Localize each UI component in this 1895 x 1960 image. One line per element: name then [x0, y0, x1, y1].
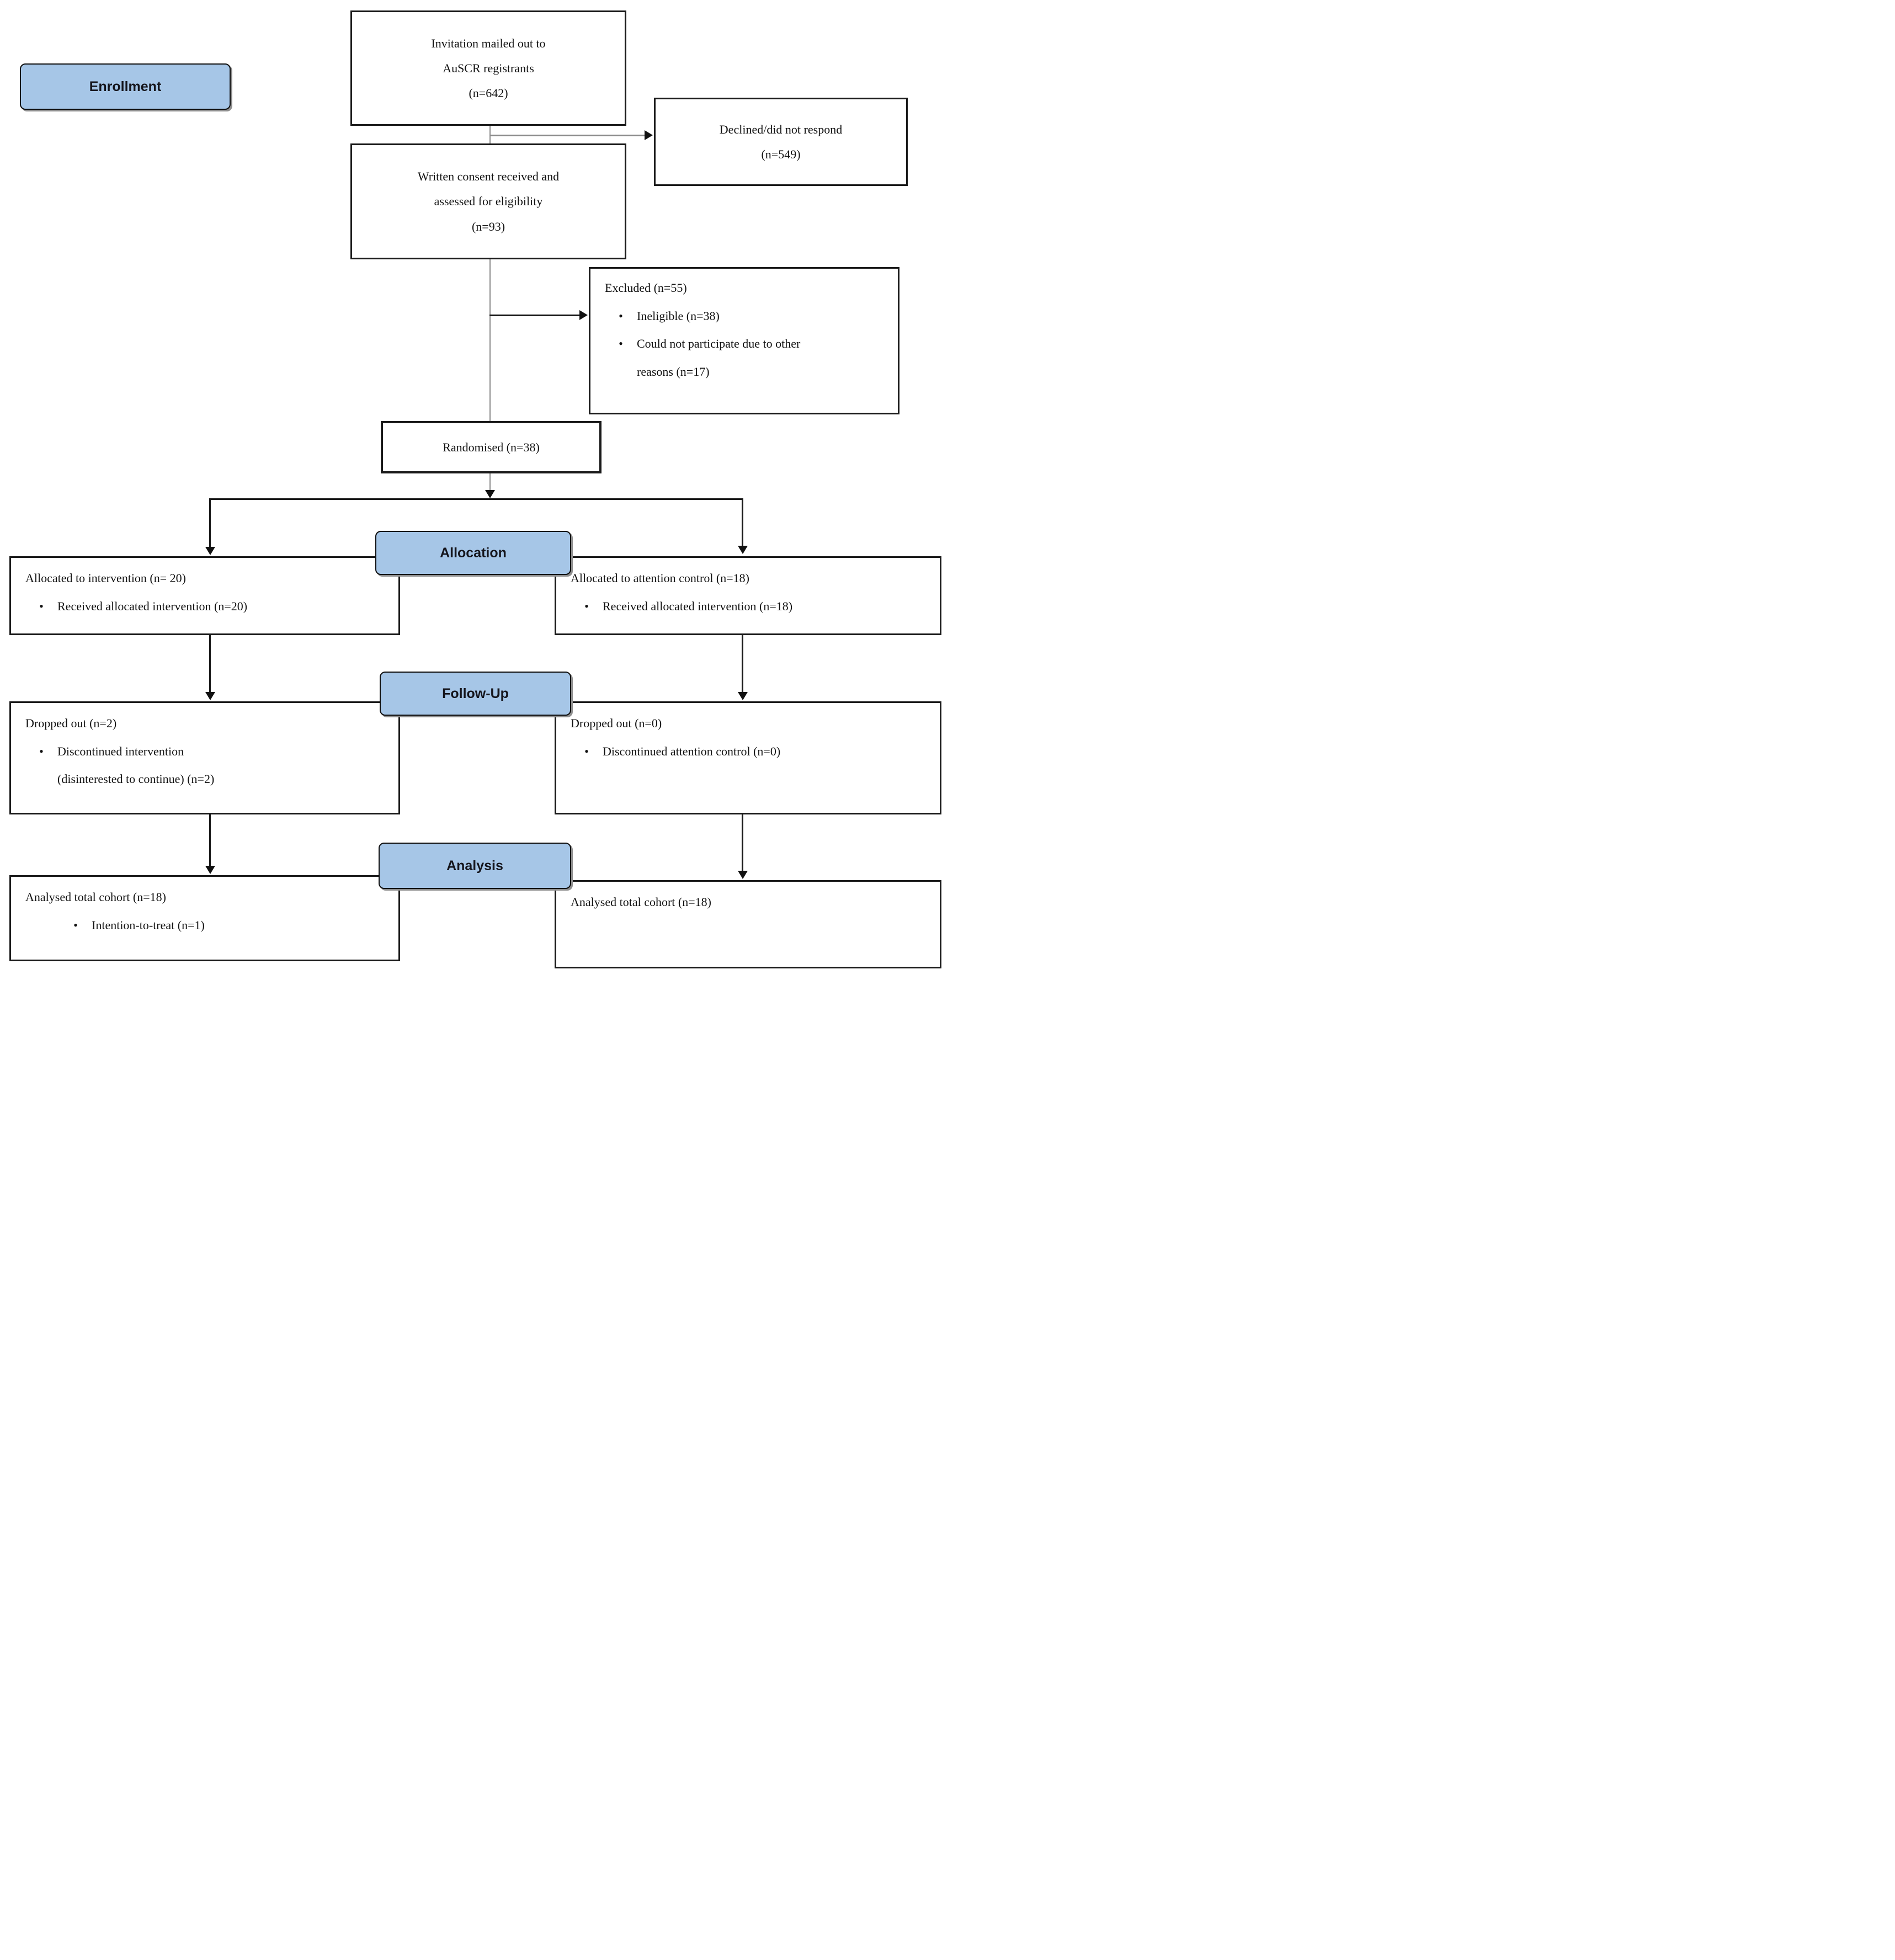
consent-line3: (n=93)	[471, 219, 505, 233]
invitation-line3: (n=642)	[469, 86, 508, 100]
analysis-left-bullet1: Intention-to-treat (n=1)	[92, 918, 205, 932]
connector-branch-declined	[489, 135, 645, 136]
invitation-line2: AuSCR registrants	[443, 61, 534, 75]
alloc-right-bullet-row: • Received allocated intervention (n=18)	[571, 593, 934, 621]
arrowhead-excluded	[579, 310, 588, 320]
flow-box-analysis-intervention: Analysed total cohort (n=18) • Intention…	[9, 875, 400, 961]
flow-box-followup-control: Dropped out (n=0) • Discontinued attenti…	[555, 701, 941, 814]
follow-right-bullet1: Discontinued attention control (n=0)	[603, 744, 781, 758]
alloc-left-bullet-row: • Received allocated intervention (n=20)	[25, 593, 393, 621]
analysis-left-bullet-row: • Intention-to-treat (n=1)	[25, 912, 393, 940]
consent-line2: assessed for eligibility	[434, 194, 543, 209]
flow-box-consent: Written consent received and assessed fo…	[350, 143, 626, 259]
connector-consent-randomised	[489, 259, 491, 421]
declined-line2: (n=549)	[761, 147, 801, 161]
analysis-left-heading: Analysed total cohort (n=18)	[25, 890, 166, 904]
flow-box-declined: Declined/did not respond (n=549)	[654, 98, 908, 186]
flow-box-randomised: Randomised (n=38)	[381, 421, 601, 473]
bullet-icon: •	[73, 918, 78, 932]
flow-box-invitation: Invitation mailed out to AuSCR registran…	[350, 10, 626, 126]
alloc-left-heading: Allocated to intervention (n= 20)	[25, 571, 186, 585]
excluded-bullet2-row: • Could not participate due to other rea…	[605, 330, 892, 386]
stage-label-followup: Follow-Up	[380, 672, 571, 716]
alloc-left-bullet1: Received allocated intervention (n=20)	[57, 599, 248, 613]
consort-flow-diagram: Enrollment Allocation Follow-Up Analysis…	[0, 0, 948, 980]
stage-label-enrollment: Enrollment	[20, 63, 231, 110]
flow-box-allocation-control: Allocated to attention control (n=18) • …	[555, 556, 941, 635]
follow-left-bullet1: Discontinued intervention (disinterested…	[57, 744, 215, 786]
connector-follow-analysis-left	[209, 814, 211, 867]
bullet-icon: •	[619, 308, 623, 323]
connector-split-alloc-left	[209, 498, 211, 548]
alloc-right-heading: Allocated to attention control (n=18)	[571, 571, 749, 585]
flow-box-excluded: Excluded (n=55) • Ineligible (n=38) • Co…	[589, 267, 899, 414]
arrowhead-declined	[645, 130, 653, 140]
flow-box-allocation-intervention: Allocated to intervention (n= 20) • Rece…	[9, 556, 400, 635]
stage-label-followup-text: Follow-Up	[442, 685, 509, 701]
follow-left-heading: Dropped out (n=2)	[25, 716, 117, 730]
connector-split-bar	[209, 498, 743, 500]
connector-branch-excluded	[489, 315, 582, 316]
invitation-line1: Invitation mailed out to	[431, 36, 546, 50]
bullet-icon: •	[584, 744, 589, 758]
declined-line1: Declined/did not respond	[719, 122, 843, 136]
bullet-icon: •	[39, 599, 44, 613]
follow-right-bullet-row: • Discontinued attention control (n=0)	[571, 738, 934, 766]
bullet-icon: •	[619, 337, 623, 351]
connector-randomised-split	[489, 473, 491, 491]
excluded-bullet2: Could not participate due to other reaso…	[637, 337, 801, 379]
arrowhead-follow-right	[738, 692, 748, 700]
bullet-icon: •	[584, 599, 589, 613]
stage-label-allocation-text: Allocation	[440, 545, 507, 561]
connector-alloc-follow-right	[742, 635, 743, 693]
stage-label-enrollment-text: Enrollment	[89, 78, 162, 94]
arrowhead-alloc-left	[205, 547, 215, 555]
randomised-text: Randomised (n=38)	[443, 440, 540, 454]
arrowhead-alloc-right	[738, 546, 748, 554]
excluded-bullet1: Ineligible (n=38)	[637, 308, 720, 323]
connector-follow-analysis-right	[742, 814, 743, 872]
arrowhead-split	[485, 490, 495, 498]
stage-label-analysis-text: Analysis	[446, 858, 503, 874]
excluded-heading: Excluded (n=55)	[605, 281, 687, 295]
arrowhead-analysis-right	[738, 871, 748, 879]
arrowhead-analysis-left	[205, 866, 215, 874]
flow-box-analysis-control: Analysed total cohort (n=18)	[555, 880, 941, 968]
flow-box-followup-intervention: Dropped out (n=2) • Discontinued interve…	[9, 701, 400, 814]
analysis-right-heading: Analysed total cohort (n=18)	[571, 895, 711, 909]
follow-right-heading: Dropped out (n=0)	[571, 716, 662, 730]
arrowhead-follow-left	[205, 692, 215, 700]
excluded-bullet1-row: • Ineligible (n=38)	[605, 302, 892, 331]
connector-split-alloc-right	[742, 498, 743, 547]
bullet-icon: •	[39, 744, 44, 758]
alloc-right-bullet1: Received allocated intervention (n=18)	[603, 599, 793, 613]
connector-alloc-follow-left	[209, 635, 211, 693]
stage-label-allocation: Allocation	[375, 531, 571, 575]
stage-label-analysis: Analysis	[379, 843, 571, 889]
follow-left-bullet-row: • Discontinued intervention (disinterest…	[25, 738, 393, 793]
consent-line1: Written consent received and	[417, 169, 560, 184]
